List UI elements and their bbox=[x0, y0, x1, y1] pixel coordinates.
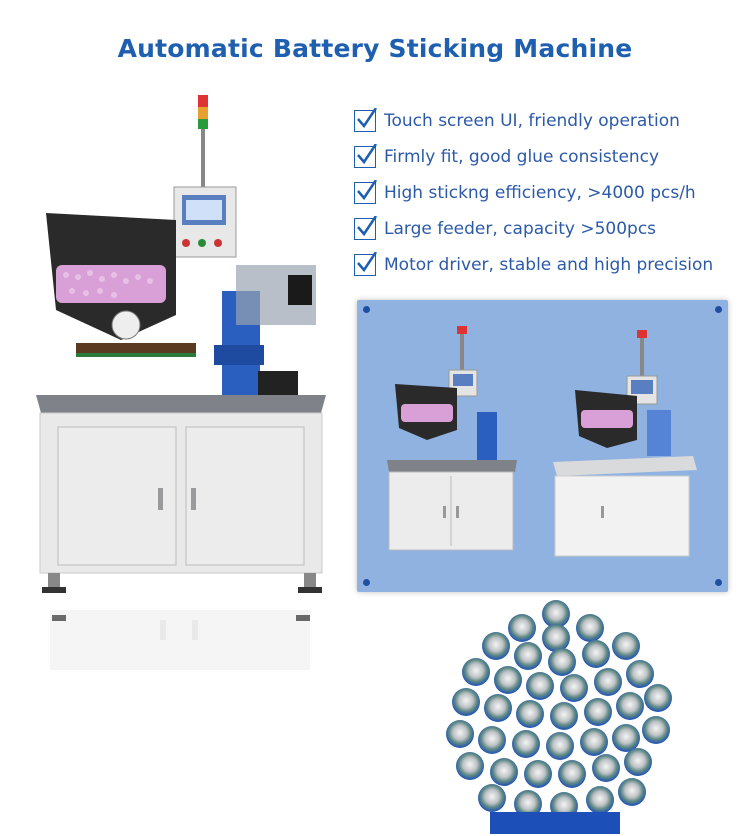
checkmark-icon bbox=[354, 144, 378, 168]
checkmark-icon bbox=[354, 180, 378, 204]
machine-reflection bbox=[50, 610, 310, 670]
feature-text: High stickng efficiency, >4000 pcs/h bbox=[384, 183, 696, 203]
feature-item: Motor driver, stable and high precision bbox=[354, 252, 744, 278]
batteries-photo bbox=[446, 600, 672, 834]
corner-dot bbox=[715, 306, 722, 313]
feature-text: Motor driver, stable and high precision bbox=[384, 255, 714, 275]
machines-photo-panel bbox=[357, 300, 728, 592]
checkmark-icon bbox=[354, 108, 378, 132]
corner-dot bbox=[363, 579, 370, 586]
feature-item: Firmly fit, good glue consistency bbox=[354, 144, 744, 170]
feature-list: Touch screen UI, friendly operation Firm… bbox=[354, 108, 744, 288]
machine-main-image bbox=[36, 95, 326, 621]
feature-item: Touch screen UI, friendly operation bbox=[354, 108, 744, 134]
two-machines-image bbox=[387, 326, 697, 557]
feature-text: Firmly fit, good glue consistency bbox=[384, 147, 660, 167]
checkmark-icon bbox=[354, 252, 378, 276]
feature-item: Large feeder, capacity >500pcs bbox=[354, 216, 744, 242]
feature-text: Touch screen UI, friendly operation bbox=[384, 111, 680, 131]
corner-dot bbox=[715, 579, 722, 586]
feature-item: High stickng efficiency, >4000 pcs/h bbox=[354, 180, 744, 206]
feature-text: Large feeder, capacity >500pcs bbox=[384, 219, 657, 239]
page-title: Automatic Battery Sticking Machine bbox=[117, 34, 633, 63]
checkmark-icon bbox=[354, 216, 378, 240]
corner-dot bbox=[363, 306, 370, 313]
